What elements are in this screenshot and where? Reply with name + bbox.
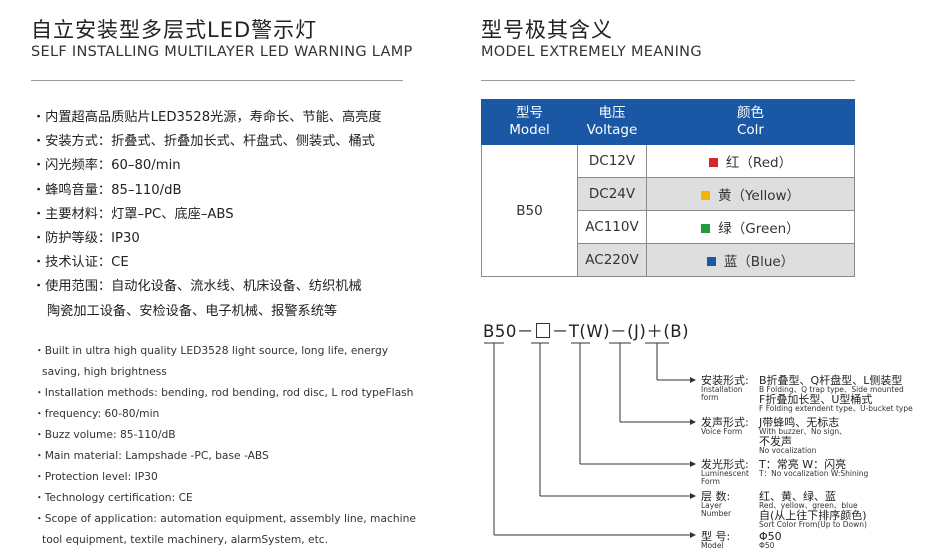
legend-light: 发光形式: Luminescent Form xyxy=(701,458,749,486)
legend-model: 型 号: Model xyxy=(701,530,731,550)
legend-layer-desc: 红、黄、绿、蓝 Red、yellow、green、blue 自(从上往下排序颜色… xyxy=(759,490,867,529)
green-swatch-icon xyxy=(701,224,711,233)
color-cell: 黄（Yellow） xyxy=(646,177,855,211)
feature-en-item: ・Protection level: IP30 xyxy=(34,470,158,483)
model-cell: B50 xyxy=(481,144,578,277)
feature-en-item: ・frequency: 60-80/min xyxy=(34,407,160,420)
color-cell: 绿（Green） xyxy=(646,210,855,244)
feature-en-item: ・Installation methods: bending, rod bend… xyxy=(34,386,414,399)
page-title-en: SELF INSTALLING MULTILAYER LED WARNING L… xyxy=(31,44,413,60)
model-title-divider xyxy=(481,80,855,81)
voltage-cell: AC110V xyxy=(577,210,647,244)
feature-cn-item: 陶瓷加工设备、安检设备、电子机械、报警系统等 xyxy=(47,303,338,319)
voltage-cell: DC24V xyxy=(577,177,647,211)
model-code: B50－－T(W)－(J)＋(B) xyxy=(483,322,690,341)
feature-cn-item: ・技术认证：CE xyxy=(32,255,129,271)
legend-sound-desc: J带蜂鸣、无标志 With buzzer、No sign、 不发声 No voc… xyxy=(759,416,847,455)
voltage-cell: AC220V xyxy=(577,243,647,277)
features-en-list: ・Built in ultra high quality LED3528 lig… xyxy=(34,340,454,550)
feature-en-item: ・Buzz volume: 85-110/dB xyxy=(34,428,176,441)
legend-model-desc: Φ50 Φ50 xyxy=(759,530,782,550)
voltage-cell: DC12V xyxy=(577,144,647,178)
feature-en-item: saving, high brightness xyxy=(42,365,167,378)
features-cn-list: ・内置超高品质贴片LED3528光源，寿命长、节能、高亮度 ・安装方式：折叠式、… xyxy=(32,106,452,324)
feature-cn-item: ・使用范围：自动化设备、流水线、机床设备、纺织机械 xyxy=(32,279,362,295)
feature-en-item: ・Built in ultra high quality LED3528 lig… xyxy=(34,344,389,357)
feature-en-item: ・Main material: Lampshade -PC, base -ABS xyxy=(34,449,269,462)
table-row: B50 DC12V 红（Red） xyxy=(481,144,855,277)
legend-install: 安装形式: Installation form xyxy=(701,374,749,402)
color-cell: 蓝（Blue） xyxy=(646,243,855,277)
model-section-title-cn: 型号极其含义 xyxy=(481,18,613,42)
feature-cn-item: ・蜂鸣音量：85–110/dB xyxy=(32,182,182,198)
table-row: DC24V 黄（Yellow） xyxy=(482,177,855,211)
feature-cn-item: ・防护等级：IP30 xyxy=(32,231,140,247)
color-cell: 红（Red） xyxy=(646,144,855,178)
feature-en-item: ・Scope of application: automation equipm… xyxy=(34,512,416,525)
feature-cn-item: ・安装方式：折叠式、折叠加长式、杆盘式、侧装式、桶式 xyxy=(32,134,375,150)
feature-en-item: ・Technology certification: CE xyxy=(34,491,193,504)
table-row: AC110V 绿（Green） xyxy=(482,210,855,244)
title-divider xyxy=(31,80,403,81)
model-code-leader-lines xyxy=(484,342,696,538)
legend-layer: 层 数: Layer Number xyxy=(701,490,732,518)
page-title-cn: 自立安装型多层式LED警示灯 xyxy=(31,18,318,42)
yellow-swatch-icon xyxy=(700,191,710,200)
layer-box-icon xyxy=(535,323,550,338)
feature-cn-item: ・主要材料：灯罩–PC、底座–ABS xyxy=(32,206,234,222)
red-swatch-icon xyxy=(708,158,718,167)
blue-swatch-icon xyxy=(706,257,716,266)
legend-install-desc: B折叠型、Q杆盘型、L侧装型 B Folding、Q trap type、Sid… xyxy=(759,374,913,413)
legend-light-desc: T：常亮 W：闪亮 T：No vocalization W:Shining xyxy=(759,458,869,478)
feature-en-item: tool equipment, textile machinery, alarm… xyxy=(42,533,329,546)
table-row: AC220V 蓝（Blue） xyxy=(482,243,855,277)
model-section-title-en: MODEL EXTREMELY MEANING xyxy=(481,44,702,60)
feature-cn-item: ・闪光频率：60–80/min xyxy=(32,158,181,174)
legend-sound: 发声形式: Voice Form xyxy=(701,416,749,436)
feature-cn-item: ・内置超高品质贴片LED3528光源，寿命长、节能、高亮度 xyxy=(32,110,382,125)
